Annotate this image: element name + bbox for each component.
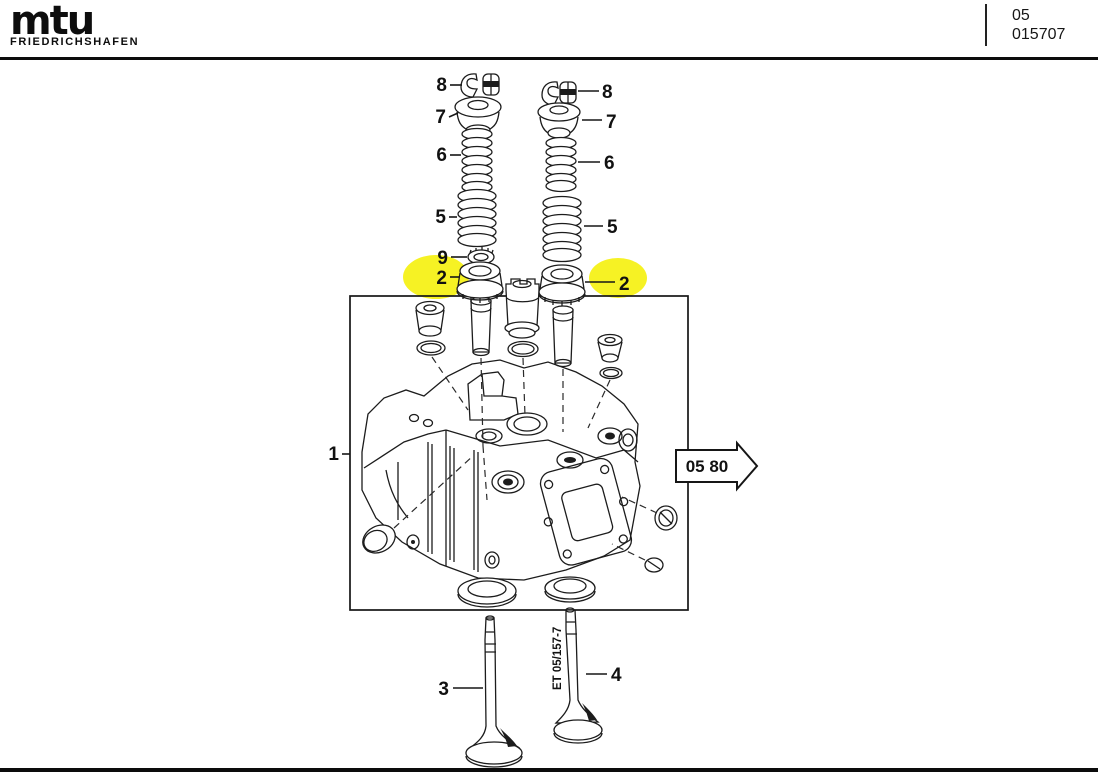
brand-block: mtu FRIEDRICHSHAFEN (10, 0, 140, 48)
valve-right-drawing (553, 607, 603, 744)
outer-valve-spring-right (545, 136, 577, 193)
page-code-block: 05 015707 (1012, 6, 1065, 44)
label-cotters-right: 8 (602, 82, 613, 103)
page-code-bottom: 015707 (1012, 26, 1066, 43)
page-code-top: 05 (1012, 7, 1030, 24)
valve-stem-seal-left (456, 261, 504, 303)
label-rotator-ring: 9 (437, 248, 448, 269)
valve-cotters-right (541, 81, 577, 106)
label-outer-spring-right: 6 (604, 153, 615, 174)
valve-left-drawing (465, 615, 523, 768)
valve-cotters-left (460, 73, 500, 98)
valve-stem-seal-right (538, 264, 586, 306)
label-seal-left: 2 (436, 268, 447, 289)
valve-seat-ring-right (544, 576, 596, 603)
label-cylinder-head: 1 (328, 444, 339, 465)
drawing-number-note: ET 05/157-7 (552, 627, 564, 690)
mtu-logo-subtext: FRIEDRICHSHAFEN (10, 36, 140, 48)
inner-valve-spring-right (542, 195, 582, 263)
valve-seat-ring-left (457, 577, 517, 608)
mtu-logo: mtu (10, 0, 95, 44)
round-plug-right (654, 505, 678, 531)
header-divider-line (985, 4, 987, 46)
threaded-plug-left (415, 300, 445, 337)
label-seal-right: 2 (619, 274, 630, 295)
reference-arrow-label: 05 80 (686, 457, 729, 476)
label-retainer-left: 7 (435, 107, 446, 128)
exhaust-flange (539, 457, 633, 566)
label-retainer-right: 7 (606, 112, 617, 133)
label-outer-spring-left: 6 (436, 145, 447, 166)
callouts: 8 7 6 5 9 2 8 7 6 5 2 1 3 4 (328, 75, 629, 700)
core-plug (362, 524, 396, 554)
spring-retainer-right (537, 102, 581, 139)
valve-guide-left (470, 296, 492, 357)
inner-valve-spring-left (457, 188, 497, 248)
footer-rule (0, 768, 1098, 772)
outer-valve-spring-left (461, 127, 493, 194)
label-inner-spring-right: 5 (607, 217, 618, 238)
reference-arrow: 05 80 (675, 440, 759, 492)
valve-guide-right (552, 305, 574, 368)
rotator-ring (467, 247, 495, 265)
cylinder-head-drawing (361, 359, 641, 581)
label-valve-left: 3 (438, 679, 449, 700)
label-cotters-left: 8 (436, 75, 447, 96)
threaded-plug-right (597, 333, 623, 363)
slotted-screw (644, 557, 664, 573)
header-rule (0, 57, 1098, 60)
o-ring-left (416, 340, 446, 356)
injector-sleeve (504, 278, 540, 339)
label-valve-right: 4 (611, 665, 622, 686)
projection-lines (393, 356, 658, 561)
o-ring-right (599, 366, 623, 380)
o-ring-center (507, 340, 539, 358)
label-inner-spring-left: 5 (435, 207, 446, 228)
highlight-seal-left (403, 255, 469, 299)
highlight-seal-right (589, 258, 647, 298)
